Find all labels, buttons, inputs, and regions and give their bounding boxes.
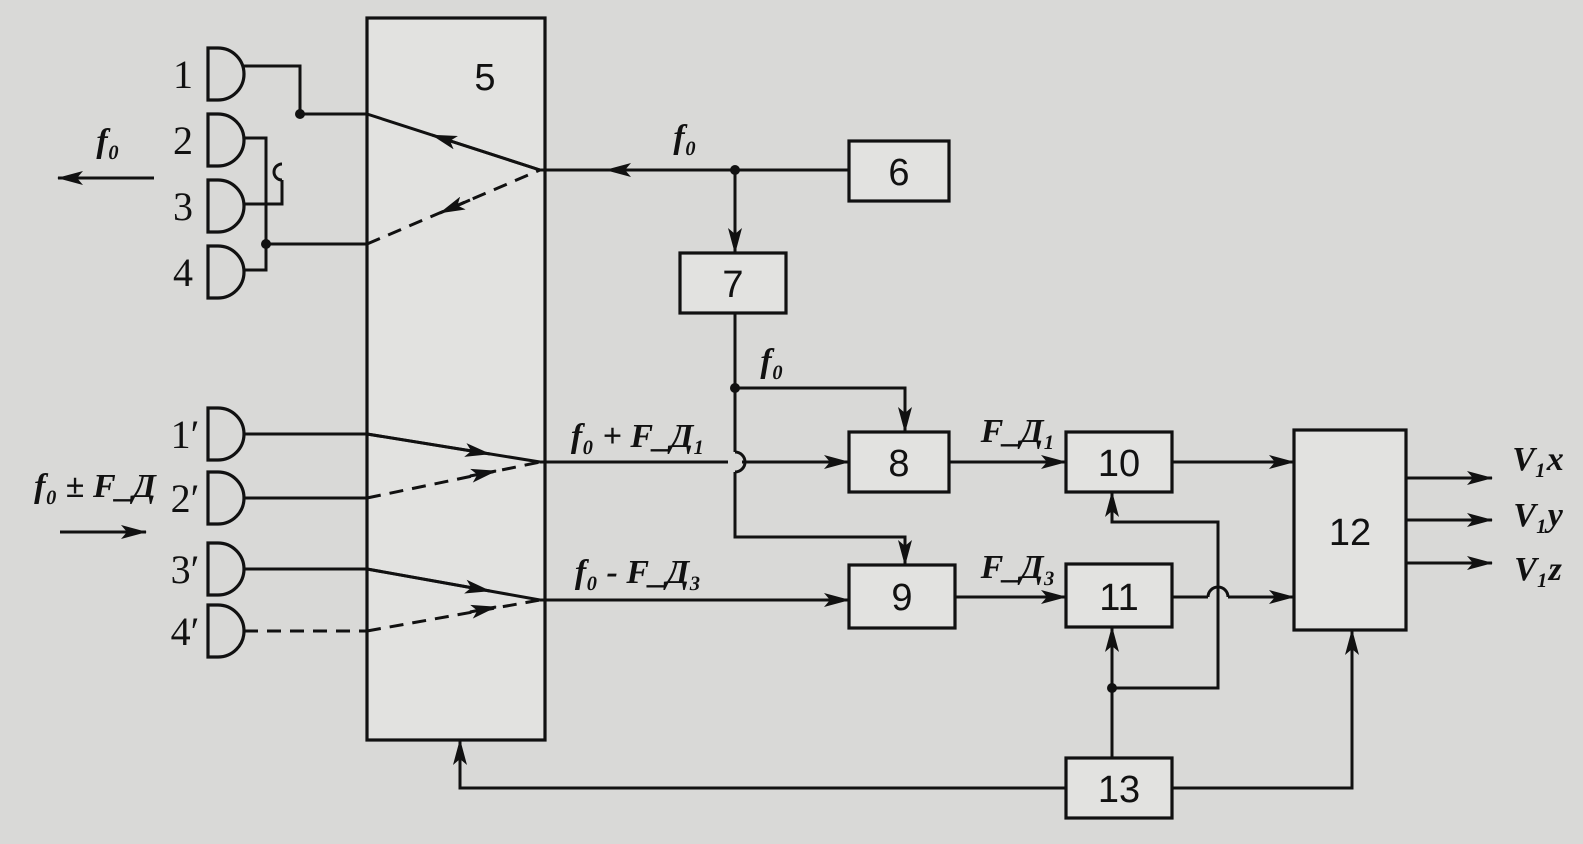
rx-antenna-label-1: 1′ <box>171 412 200 457</box>
velocity-outputs <box>1406 471 1493 570</box>
gen-signal-label: f₀ <box>673 119 696 156</box>
block-13-label: 13 <box>1098 769 1140 811</box>
ref-signal-label: f₀ <box>760 343 783 380</box>
tx-antenna-3 <box>206 178 246 234</box>
processor-inputs <box>1172 455 1295 604</box>
rx-input-label: f₀ ± F_Д <box>34 468 158 505</box>
tx-output-label: f₀ <box>96 123 119 160</box>
block-11-label: 11 <box>1099 577 1138 619</box>
tx-antenna-label-4: 4 <box>173 250 193 295</box>
block-8-label: 8 <box>888 443 909 485</box>
rx-antenna-group <box>206 406 246 659</box>
block-5-switch <box>365 16 547 742</box>
tx-antenna-label-3: 3 <box>173 184 193 229</box>
switch-rx-paths <box>244 432 541 633</box>
block-10-label: 10 <box>1098 443 1140 485</box>
tx-antenna-1 <box>206 46 246 102</box>
rx-antenna-1 <box>206 406 246 462</box>
generator-wiring <box>540 163 849 254</box>
block-7-label: 7 <box>722 264 743 306</box>
output-vx-label: V₁x <box>1512 441 1564 478</box>
tx-antenna-wiring <box>244 64 367 272</box>
rx-antenna-label-2: 2′ <box>171 476 200 521</box>
reference-wiring <box>730 313 912 566</box>
block-5-label: 5 <box>474 57 495 99</box>
rx-antenna-label-4: 4′ <box>171 609 200 654</box>
block-12-label: 12 <box>1329 512 1371 554</box>
tx-antenna-label-1: 1 <box>173 52 193 97</box>
plus-branch-label: f₀ + F_Д₁ <box>571 418 705 455</box>
minus-branch-label: f₀ - F_Д₃ <box>575 554 701 591</box>
fd1-label: F_Д₁ <box>980 413 1056 450</box>
block-7 <box>678 251 788 315</box>
doppler-wiring <box>949 455 1067 604</box>
rx-antenna-4 <box>206 603 246 659</box>
rx-antenna-label-3: 3′ <box>171 547 200 592</box>
fd3-label: F_Д₃ <box>980 549 1056 586</box>
rx-antenna-2 <box>206 470 246 526</box>
tx-antenna-4 <box>206 244 246 300</box>
output-vz-label: V₁z <box>1514 551 1563 588</box>
switch-tx-paths <box>366 112 541 246</box>
rx-antenna-3 <box>206 541 246 597</box>
block-6-label: 6 <box>888 152 909 194</box>
mixer-inputs <box>540 455 850 607</box>
tx-antenna-label-2: 2 <box>173 118 193 163</box>
tx-antenna-2 <box>206 112 246 168</box>
block-9-label: 9 <box>891 577 912 619</box>
tx-antenna-group <box>206 46 246 300</box>
output-vy-label: V₁y <box>1513 497 1564 534</box>
block-10 <box>1064 430 1174 494</box>
control-wiring <box>453 491 1359 790</box>
